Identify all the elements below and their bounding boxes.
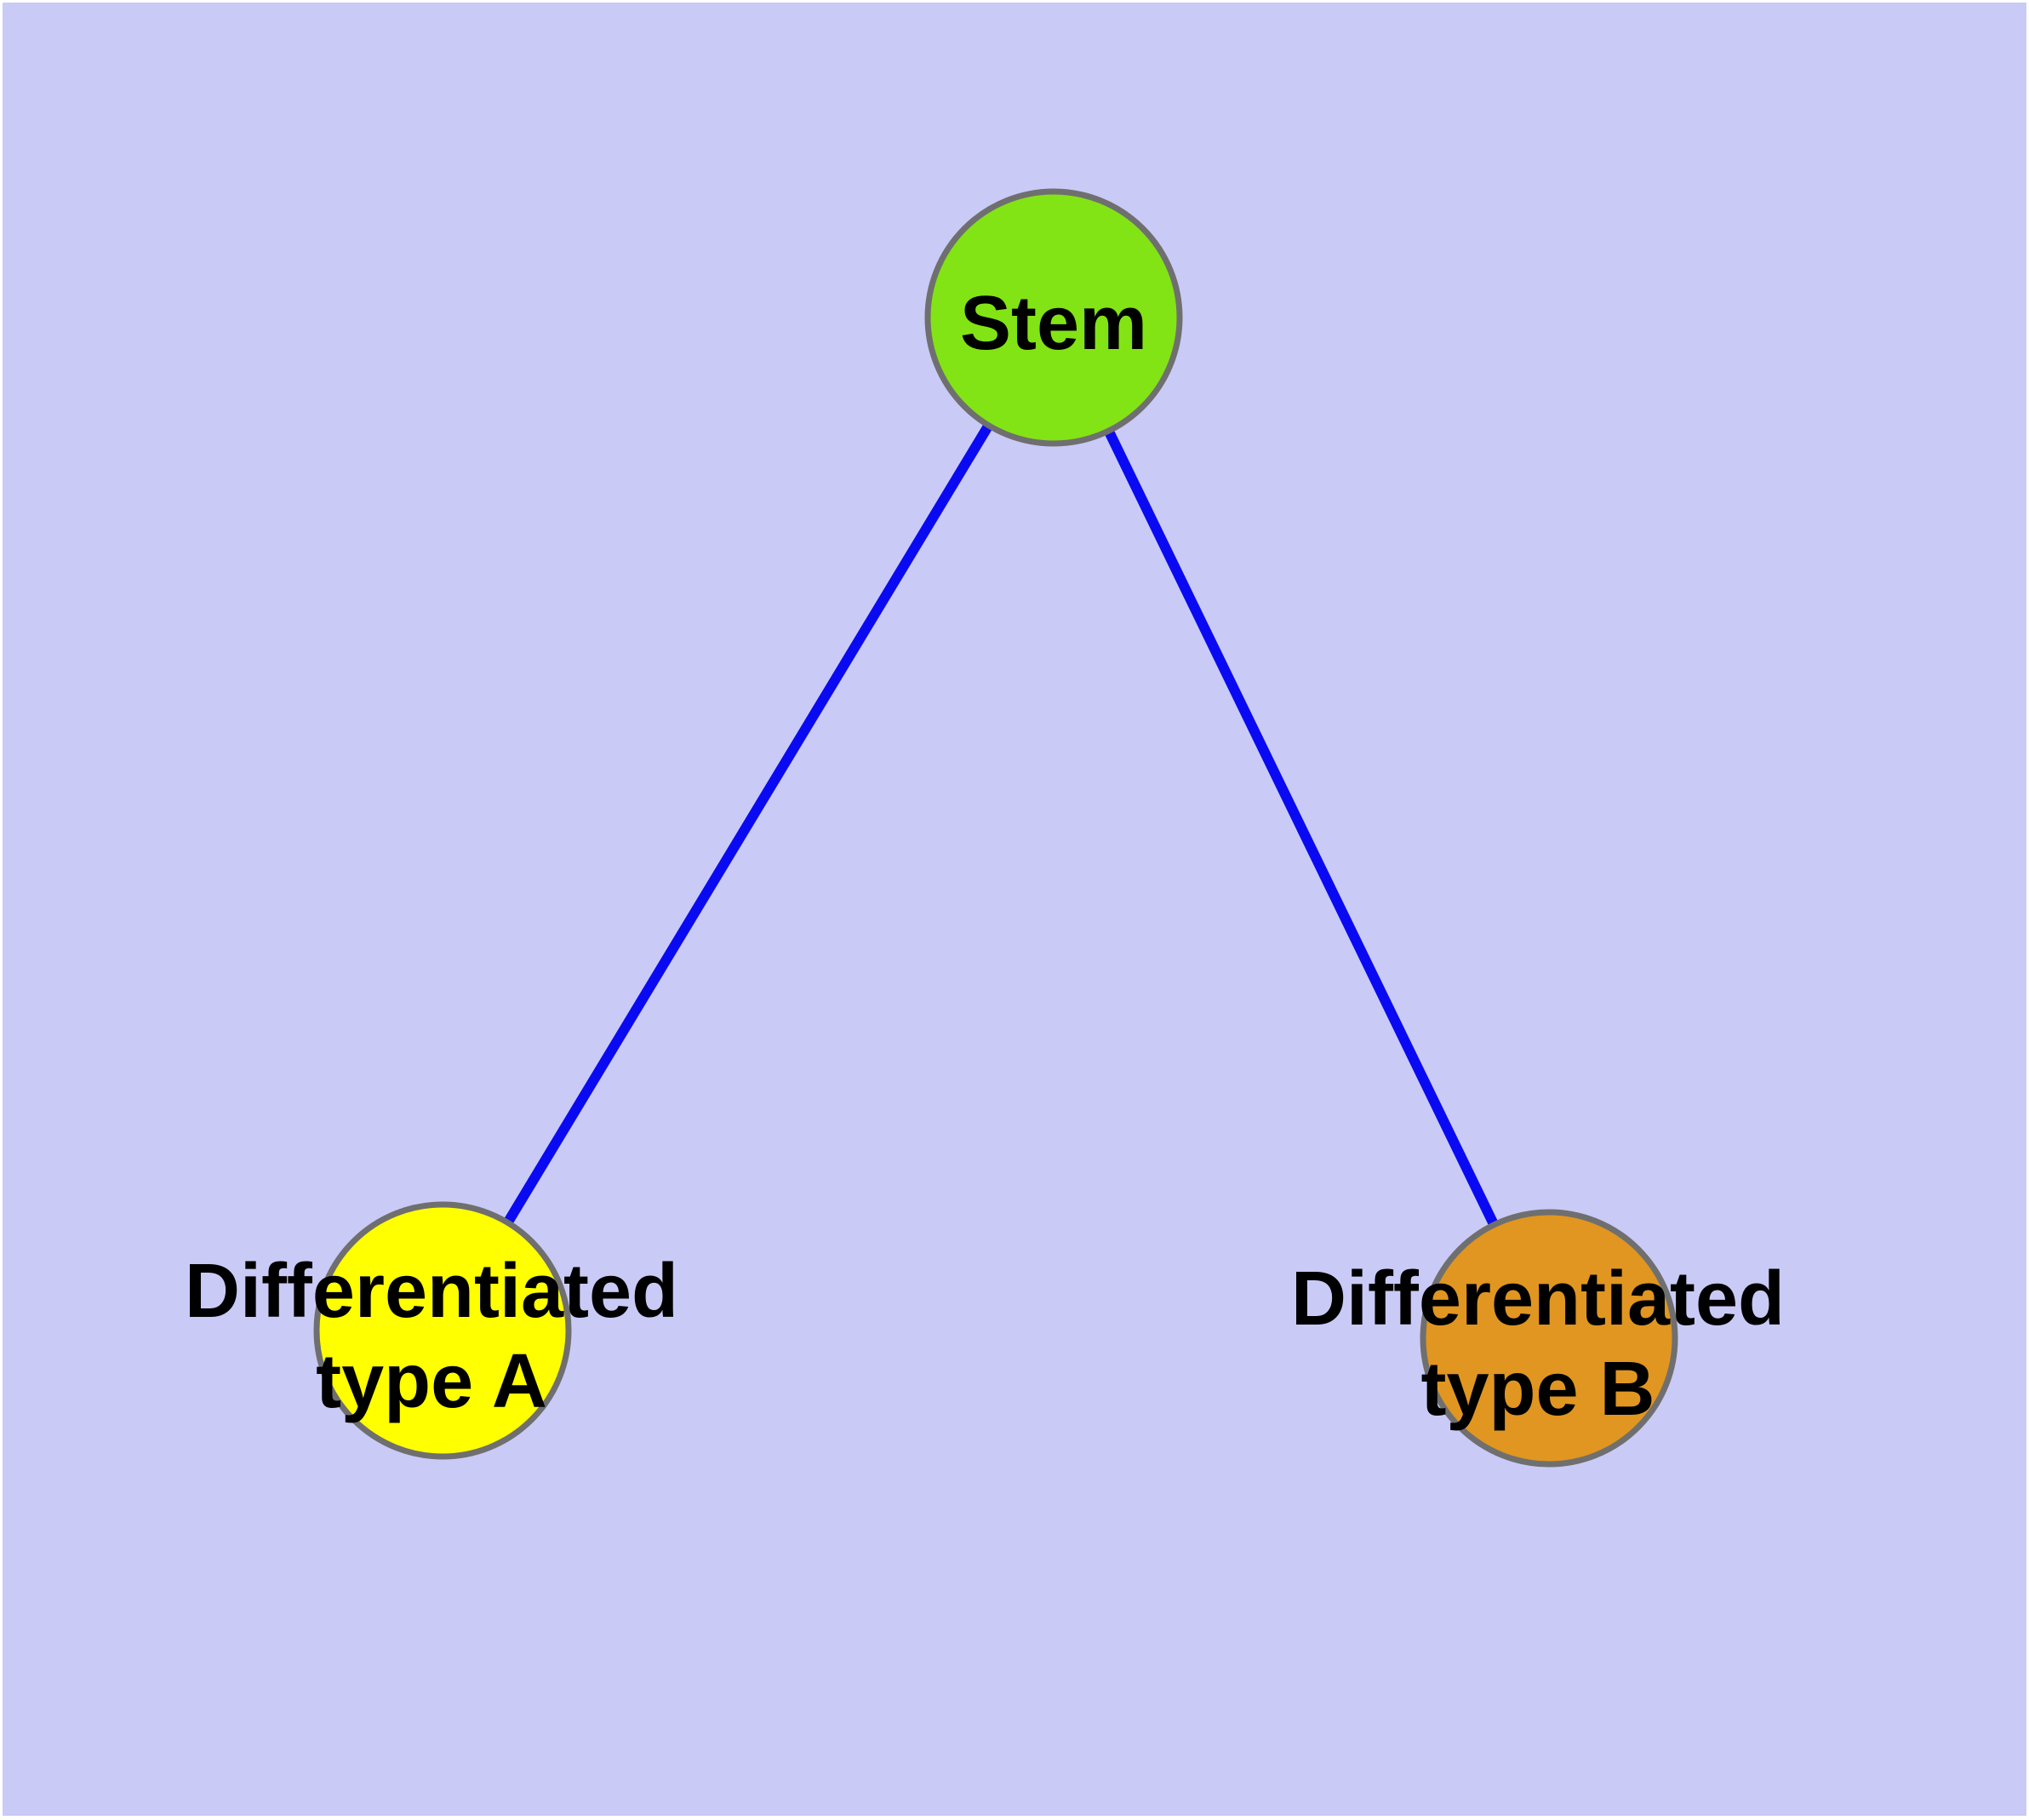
type-a-node-circle — [313, 1201, 572, 1460]
edge-group — [437, 314, 1554, 1341]
node-differentiated-type-a: Differentiated type A — [185, 1201, 678, 1460]
stem-node-label: Stem — [960, 281, 1147, 366]
node-differentiated-type-b: Differentiated type B — [1291, 1209, 1785, 1468]
type-b-node-label-line2: type B — [1420, 1347, 1655, 1432]
edge-stem-to-type-a — [437, 314, 1059, 1334]
type-b-node-label-line1: Differentiated — [1291, 1256, 1785, 1342]
type-b-node-circle — [1420, 1209, 1678, 1468]
stem-node-circle — [924, 188, 1183, 447]
type-a-node-label-line1: Differentiated — [185, 1249, 678, 1334]
type-a-node-label-line2: type A — [316, 1339, 547, 1424]
node-stem: Stem — [924, 188, 1183, 447]
edge-stem-to-type-b — [1049, 315, 1554, 1341]
